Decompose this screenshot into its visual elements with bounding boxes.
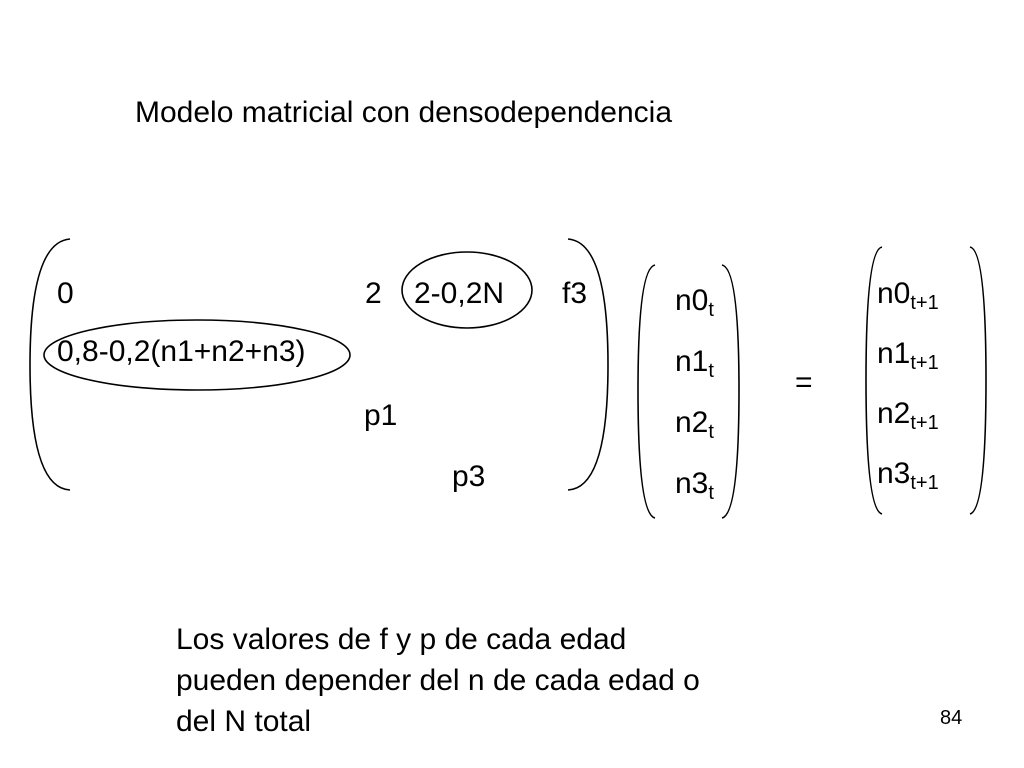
matrix-cell-r1c0: 0,8-0,2(n1+n2+n3) <box>57 335 306 368</box>
note-line-3: del N total <box>176 705 312 738</box>
matrix-cell-r0c3: f3 <box>562 277 588 310</box>
vector-t-entry-1: n1t <box>675 345 714 382</box>
vector-t1-right-bracket <box>969 246 987 515</box>
vector-t-left-bracket <box>637 264 656 519</box>
vector-t1-left-bracket <box>865 246 883 515</box>
matrix-cell-r0c0: 0 <box>57 277 74 310</box>
vector-t1-entry-2: n2t+1 <box>877 397 939 434</box>
highlight-ellipse-fecundity <box>401 251 533 329</box>
page-number: 84 <box>940 707 963 729</box>
vector-t-entry-0: n0t <box>675 284 714 321</box>
equals-sign: = <box>795 366 813 399</box>
matrix-cell-r0c2: 2-0,2N <box>414 277 505 310</box>
slide-title: Modelo matricial con densodependencia <box>135 96 673 129</box>
note-line-1: Los valores de f y p de cada edad <box>176 623 627 656</box>
highlight-ellipse-survival <box>43 319 351 391</box>
vector-t1-entry-1: n1t+1 <box>877 337 939 374</box>
vector-t-entry-3: n3t <box>675 467 714 504</box>
vector-t-right-bracket <box>721 264 740 519</box>
matrix-left-bracket <box>29 238 71 491</box>
vector-t1-entry-3: n3t+1 <box>877 457 939 494</box>
vector-t-entry-2: n2t <box>675 406 714 443</box>
matrix-right-bracket <box>567 238 609 491</box>
matrix-cell-r3c2: p3 <box>452 460 486 493</box>
note-text: Los valores de f y p de cada edad pueden… <box>176 619 700 742</box>
matrix-cell-r0c1: 2 <box>365 277 382 310</box>
note-line-2: pueden depender del n de cada edad o <box>176 664 700 697</box>
vector-t1-entry-0: n0t+1 <box>877 277 939 314</box>
matrix-cell-r2c1: p1 <box>364 399 398 432</box>
